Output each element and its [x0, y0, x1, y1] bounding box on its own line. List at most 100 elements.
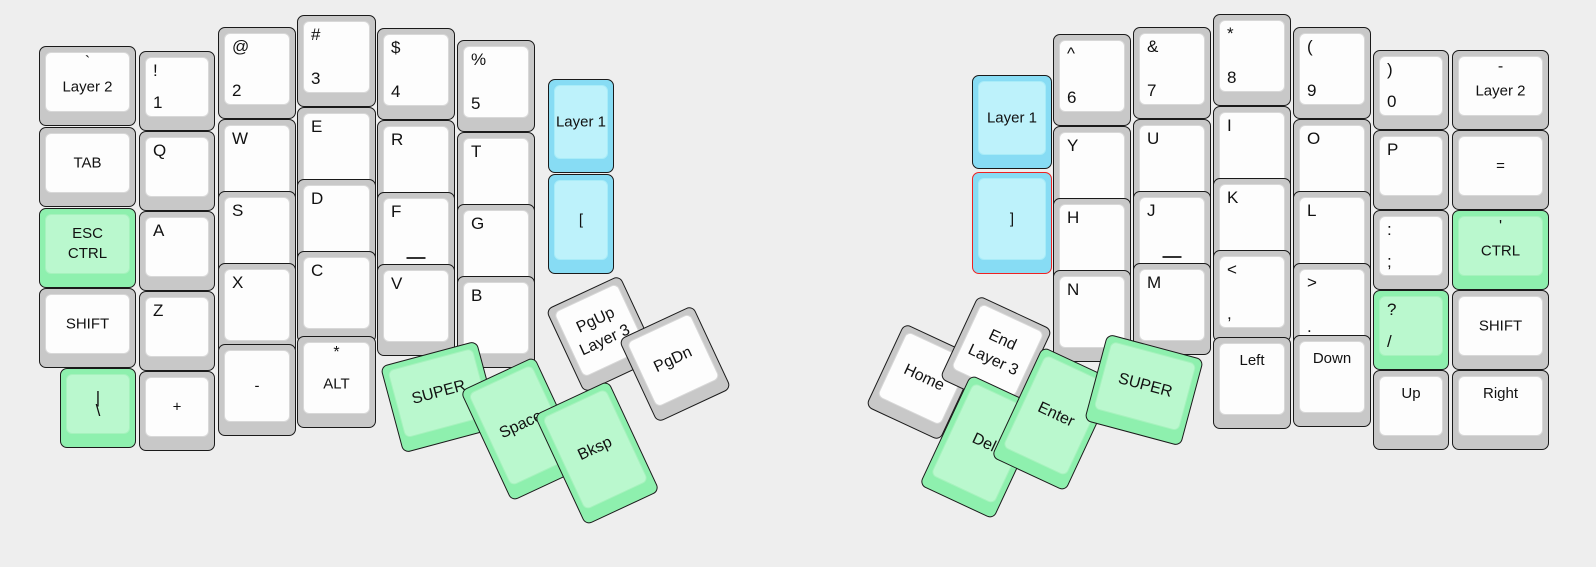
key-r-comma[interactable]: <, [1213, 250, 1291, 342]
key-r-up[interactable]: Up [1373, 370, 1449, 450]
keycap-surface: U [1139, 125, 1205, 197]
legend-shift-symbol: > [1307, 273, 1317, 292]
key-l-lbracket[interactable]: [ [548, 174, 614, 274]
keycap-surface: Layer 1 [978, 81, 1046, 155]
keycap-surface: O [1299, 125, 1365, 197]
legend-shift-symbol: X [232, 273, 244, 292]
key-r-m[interactable]: M [1133, 263, 1211, 355]
key-r-quote-ctrl[interactable]: 'CTRL [1452, 210, 1549, 290]
key-l-3[interactable]: #3 [297, 15, 376, 107]
key-r-8[interactable]: *8 [1213, 14, 1291, 106]
key-l-a[interactable]: A [139, 211, 215, 291]
legend-base-symbol: 3 [311, 68, 321, 88]
key-l-plus[interactable]: + [139, 371, 215, 451]
key-r-l[interactable]: L [1293, 191, 1371, 283]
legend-base-symbol: 2 [232, 80, 242, 100]
keycap-surface: `Layer 2 [45, 52, 130, 112]
key-l-q[interactable]: Q [139, 131, 215, 211]
key-r-7[interactable]: &7 [1133, 27, 1211, 119]
legend-shift-symbol: ( [1307, 37, 1313, 56]
key-r-layer1[interactable]: Layer 1 [972, 75, 1052, 169]
keycap-surface: K [1219, 184, 1285, 256]
key-l-c[interactable]: C [297, 251, 376, 343]
legend-shift-symbol: T [471, 142, 482, 161]
legend-primary: Up [1401, 385, 1421, 402]
key-r-shift[interactable]: SHIFT [1452, 290, 1549, 370]
legend-shift-symbol: Z [153, 301, 164, 320]
key-l-tab[interactable]: TAB [39, 127, 136, 207]
key-l-1[interactable]: !1 [139, 51, 215, 131]
key-r-equals[interactable]: = [1452, 130, 1549, 210]
key-l-v[interactable]: V [377, 264, 455, 356]
legend-base-symbol: 1 [153, 92, 163, 112]
key-r-0[interactable]: )0 [1373, 50, 1449, 130]
legend-primary: SUPER [1116, 370, 1175, 401]
legend-shift-symbol: C [311, 261, 324, 280]
keycap-surface: Bksp [542, 388, 649, 511]
key-l-pipe-backslash[interactable]: |\ [60, 368, 136, 448]
legend-shift-symbol: B [471, 286, 483, 305]
legend-shift-symbol: Y [1067, 136, 1079, 155]
key-r-semicolon[interactable]: :; [1373, 210, 1449, 290]
key-r-p[interactable]: P [1373, 130, 1449, 210]
legend-base-symbol: 9 [1307, 80, 1317, 100]
legend-base-symbol: 6 [1067, 87, 1077, 107]
key-l-shift[interactable]: SHIFT [39, 288, 136, 368]
key-l-esc-ctrl[interactable]: ESC CTRL [39, 208, 136, 288]
key-l-grave-layer2[interactable]: `Layer 2 [39, 46, 136, 126]
key-l-5[interactable]: %5 [457, 40, 535, 132]
key-l-minus[interactable]: - [218, 344, 296, 436]
key-r-n[interactable]: N [1053, 270, 1131, 362]
keycap-surface: !1 [145, 57, 209, 117]
keycap-surface: #3 [303, 21, 370, 93]
key-r-minus-layer2[interactable]: - Layer 2 [1452, 50, 1549, 130]
key-l-4[interactable]: $4 [377, 28, 455, 120]
keycap-surface: $4 [383, 34, 449, 106]
key-l-layer1[interactable]: Layer 1 [548, 79, 614, 173]
legend-shift-symbol: - [1497, 58, 1504, 75]
key-r-rbracket[interactable]: ] [972, 172, 1052, 274]
key-r-right[interactable]: Right [1452, 370, 1549, 450]
keycap-surface: G [463, 210, 529, 282]
key-r-down[interactable]: Down [1293, 335, 1371, 427]
key-l-z[interactable]: Z [139, 291, 215, 371]
legend-shift-symbol: I [1227, 116, 1232, 135]
legend-base-symbol: 5 [471, 93, 481, 113]
legend-shift-symbol: ^ [1067, 44, 1075, 63]
key-r-slash[interactable]: ?/ [1373, 290, 1449, 370]
keycap-surface: @2 [224, 33, 290, 105]
legend-shift-symbol: % [471, 50, 487, 69]
key-l-2[interactable]: @2 [218, 27, 296, 119]
legend-shift-symbol: E [311, 117, 323, 136]
keycap-surface: Down [1299, 341, 1365, 413]
key-r-left[interactable]: Left [1213, 337, 1291, 429]
keycap-surface: ESC CTRL [45, 214, 130, 274]
key-l-alt[interactable]: *ALT [297, 336, 376, 428]
homing-bar-indicator [1162, 256, 1182, 258]
legend-shift-symbol: @ [232, 37, 250, 56]
legend-shift-symbol: * [1227, 24, 1234, 43]
keycap-surface: SHIFT [45, 294, 130, 354]
legend-shift-symbol: R [391, 130, 404, 149]
legend-base-symbol: / [1387, 331, 1392, 351]
legend-primary: Layer 2 [1475, 81, 1526, 99]
legend-primary: Layer 1 [986, 109, 1038, 127]
legend-shift-symbol: Q [153, 141, 167, 160]
key-r-9[interactable]: (9 [1293, 27, 1371, 119]
legend-shift-symbol: ' [1498, 218, 1503, 235]
key-r-6[interactable]: ^6 [1053, 34, 1131, 126]
keycap-surface: L [1299, 197, 1365, 269]
keycap-surface: ^6 [1059, 40, 1125, 112]
keycap-surface: <, [1219, 256, 1285, 328]
key-l-x[interactable]: X [218, 263, 296, 355]
keycap-surface: Z [145, 297, 209, 357]
legend-shift-symbol: U [1147, 129, 1160, 148]
keycap-surface: - Layer 2 [1458, 56, 1543, 116]
legend-shift-symbol: O [1307, 129, 1321, 148]
legend-shift-symbol: ? [1387, 300, 1397, 319]
legend-base-symbol: , [1227, 303, 1232, 323]
legend-shift-symbol: * [333, 344, 340, 361]
legend-base-symbol: 0 [1387, 91, 1397, 111]
keycap-surface: TAB [45, 133, 130, 193]
